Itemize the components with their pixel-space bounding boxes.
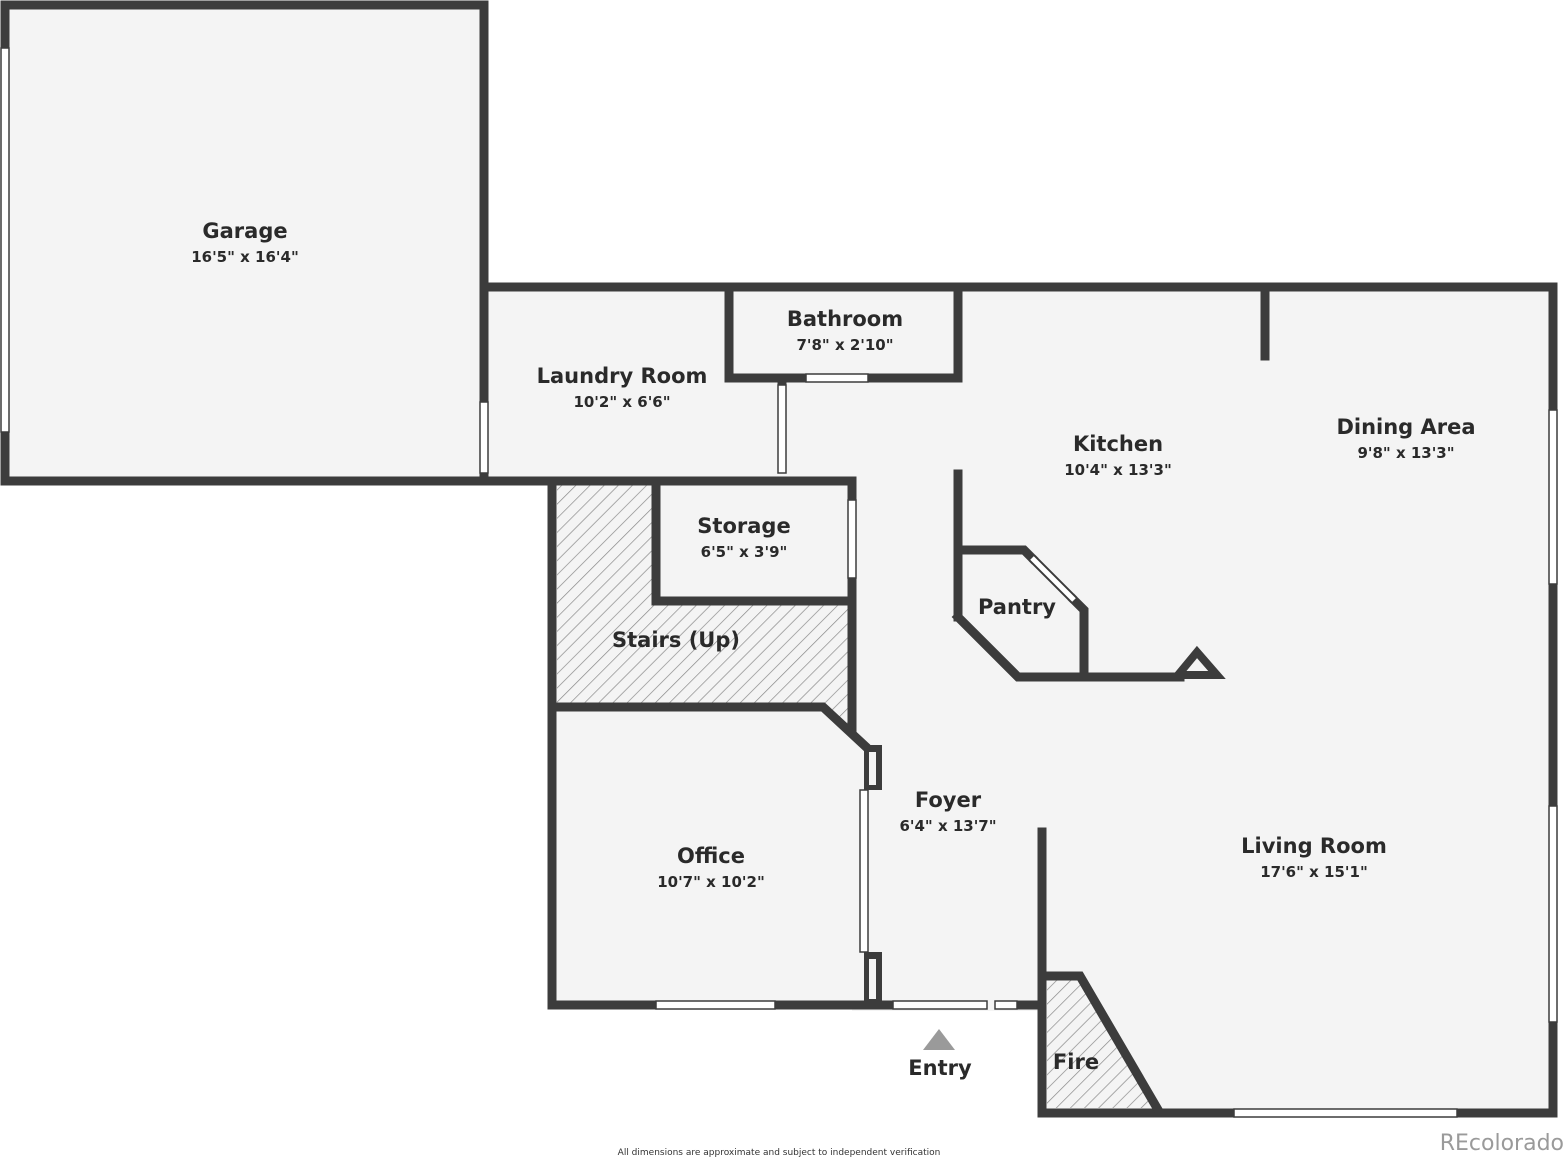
pantry-label: Pantry	[978, 595, 1056, 619]
dining-area-dims: 9'8" x 13'3"	[1357, 444, 1454, 462]
walls	[0, 0, 1558, 1118]
stairs-hatch	[557, 485, 852, 730]
fireplace-hatch	[1047, 976, 1157, 1108]
laundry-room-dims: 10'2" x 6'6"	[573, 393, 670, 411]
fire-label: Fire	[1053, 1050, 1099, 1074]
bathroom-dims: 7'8" x 2'10"	[796, 336, 893, 354]
office-dims: 10'7" x 10'2"	[657, 873, 765, 891]
kitchen-label: Kitchen	[1073, 432, 1163, 456]
living-room-label: Living Room	[1241, 834, 1387, 858]
office-label: Office	[677, 844, 745, 868]
entry-arrow-icon	[923, 1029, 955, 1050]
dining-area-label: Dining Area	[1336, 415, 1475, 439]
entry-label: Entry	[908, 1056, 972, 1080]
kitchen-dims: 10'4" x 13'3"	[1064, 461, 1172, 479]
windows	[0, 47, 1558, 1118]
garage-dims: 16'5" x 16'4"	[191, 248, 299, 266]
stairs-label: Stairs (Up)	[612, 628, 740, 652]
disclaimer-footnote: All dimensions are approximate and subje…	[618, 1148, 941, 1158]
brand-watermark: REcolorado	[1440, 1131, 1564, 1156]
foyer-dims: 6'4" x 13'7"	[899, 817, 996, 835]
living-room-dims: 17'6" x 15'1"	[1260, 863, 1368, 881]
garage-label: Garage	[202, 219, 287, 243]
laundry-room-label: Laundry Room	[537, 364, 708, 388]
storage-label: Storage	[697, 514, 790, 538]
storage-dims: 6'5" x 3'9"	[701, 543, 788, 561]
foyer-label: Foyer	[915, 788, 982, 812]
bathroom-label: Bathroom	[787, 307, 903, 331]
